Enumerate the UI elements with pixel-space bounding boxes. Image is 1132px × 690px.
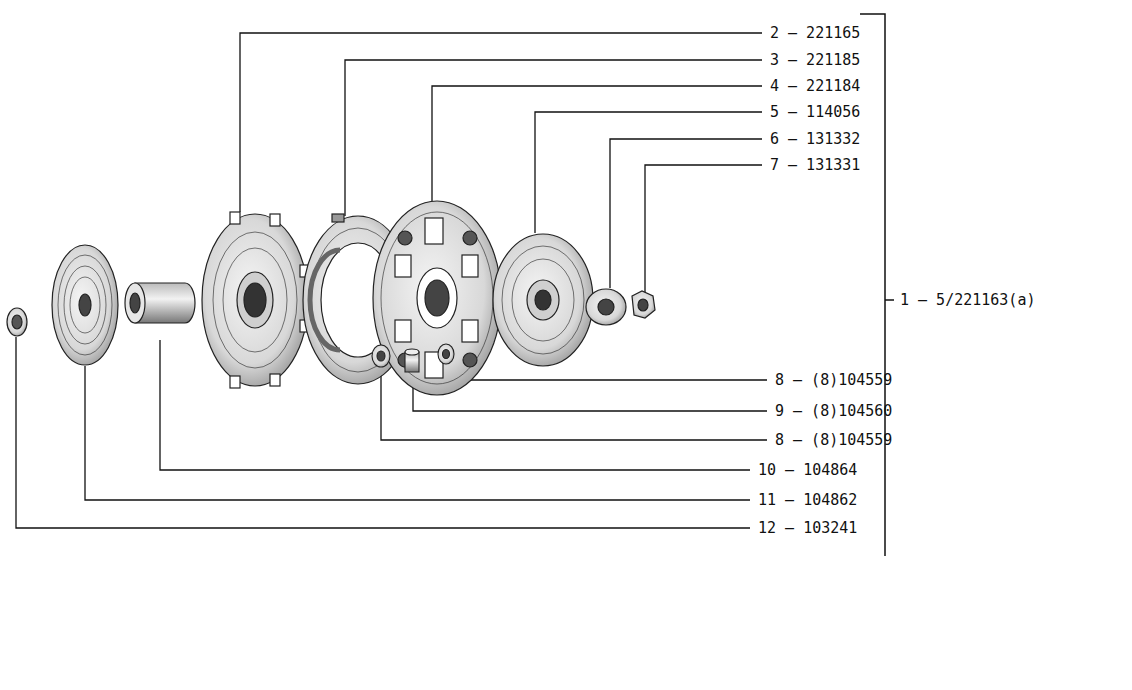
carrier xyxy=(398,231,412,245)
notched-flange xyxy=(244,283,266,317)
carrier xyxy=(395,320,411,342)
sleeve xyxy=(125,283,195,323)
washer xyxy=(586,289,626,325)
carrier xyxy=(395,255,411,277)
carrier xyxy=(462,255,478,277)
dish-washer xyxy=(79,294,91,316)
notched-flange xyxy=(237,272,273,328)
hex-nut xyxy=(632,291,655,318)
leader-line xyxy=(345,60,762,216)
carrier xyxy=(463,231,477,245)
sleeve xyxy=(130,293,140,313)
notched-flange xyxy=(270,374,280,386)
washer xyxy=(598,299,614,315)
bushing xyxy=(7,308,27,336)
leader-line xyxy=(432,86,762,201)
callout-number: 5 — 114056 xyxy=(770,103,860,121)
callout-number: 10 — 104864 xyxy=(758,461,857,479)
pressure-disc xyxy=(493,234,593,366)
washer xyxy=(586,289,626,325)
dish-washer xyxy=(52,245,118,365)
notched-flange xyxy=(202,214,308,386)
assembly-bracket xyxy=(860,14,885,556)
callout-number: 2 — 221165 xyxy=(770,24,860,42)
callout-number: 9 — (8)104560 xyxy=(775,402,892,420)
bushing xyxy=(7,308,27,336)
carrier xyxy=(425,280,449,316)
leader-line xyxy=(645,165,762,294)
callout-number: 12 — 103241 xyxy=(758,519,857,537)
dish-washer xyxy=(58,255,112,355)
dish-washer xyxy=(64,266,106,344)
carrier xyxy=(381,212,493,384)
pressure-disc xyxy=(535,290,551,310)
callout-number: 8 — (8)104559 xyxy=(775,371,892,389)
pressure-disc xyxy=(512,259,574,341)
pressure-disc xyxy=(493,234,593,366)
notched-flange xyxy=(230,212,240,224)
roller xyxy=(372,344,454,372)
callout-number: 6 — 131332 xyxy=(770,130,860,148)
pressure-disc xyxy=(502,246,584,354)
callout-number: 3 — 221185 xyxy=(770,51,860,69)
dish-washer xyxy=(70,277,100,333)
callout-number: 11 — 104862 xyxy=(758,491,857,509)
notched-flange xyxy=(270,214,280,226)
leader-line xyxy=(535,112,762,233)
notched-flange xyxy=(202,212,309,388)
callout-number: 4 — 221184 xyxy=(770,77,860,95)
carrier xyxy=(373,201,501,395)
hex-nut xyxy=(632,291,655,318)
notched-flange xyxy=(213,232,297,368)
pressure-disc xyxy=(527,280,559,320)
carrier xyxy=(417,268,457,328)
carrier xyxy=(425,218,443,244)
ring xyxy=(310,250,340,350)
leader-line xyxy=(16,33,767,528)
bushing xyxy=(12,315,22,329)
carrier xyxy=(373,201,501,395)
callout-number: 7 — 131331 xyxy=(770,156,860,174)
ring xyxy=(332,214,344,222)
dish-washer xyxy=(52,245,118,365)
notched-flange xyxy=(223,248,287,352)
roller xyxy=(372,345,390,367)
leader-line xyxy=(16,337,750,528)
sleeve xyxy=(125,283,145,323)
leader-line xyxy=(452,362,767,380)
roller xyxy=(405,349,419,355)
assembly-number: 1 — 5/221163(a) xyxy=(900,291,1035,309)
carrier xyxy=(462,320,478,342)
assembly-bracket xyxy=(885,299,894,301)
leader-line xyxy=(610,139,762,288)
callout-number: 8 — (8)104559 xyxy=(775,431,892,449)
hex-nut xyxy=(638,299,648,311)
roller xyxy=(377,351,385,361)
assembly-bracket xyxy=(860,14,894,556)
notched-flange xyxy=(230,376,240,388)
roller xyxy=(443,350,450,359)
roller xyxy=(438,344,454,364)
carrier xyxy=(463,353,477,367)
